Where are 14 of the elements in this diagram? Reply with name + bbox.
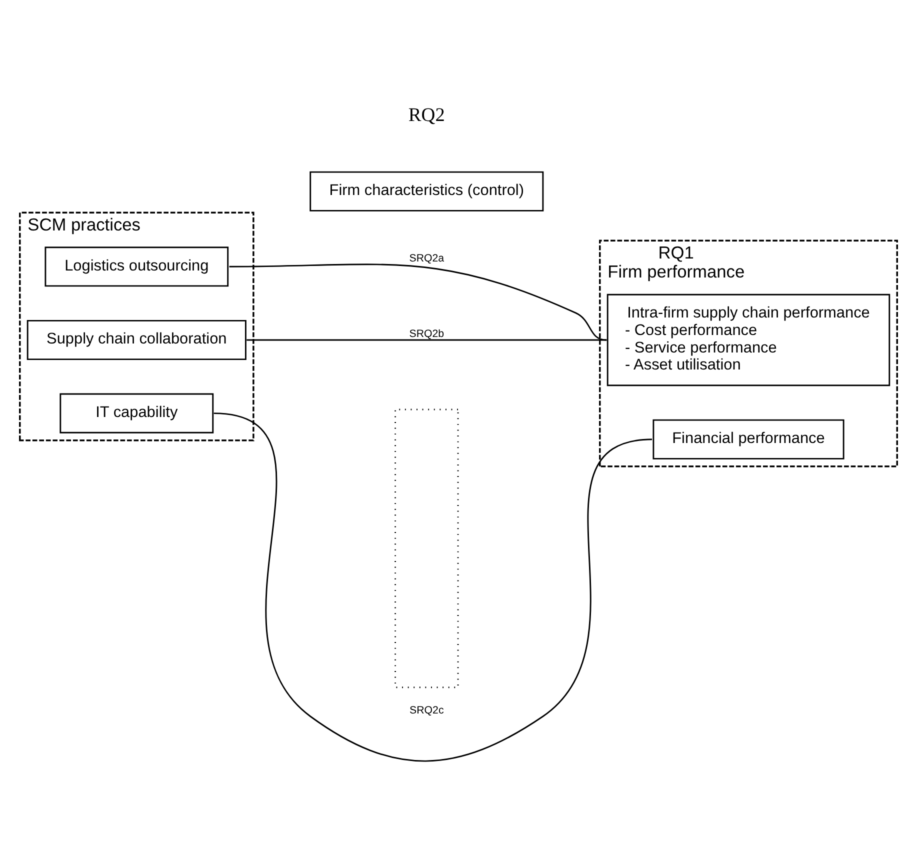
node-box: Firm characteristics (control)	[310, 171, 544, 212]
node-box: Financial performance	[652, 419, 844, 460]
node-box: Intra-firm supply chain performance - Cost performance - Service performance - Asset utilisation	[606, 294, 890, 386]
node-box	[394, 408, 459, 688]
node-box: Logistics outsourcing	[44, 246, 229, 287]
edge-label: SRQ2c	[410, 704, 444, 716]
connector	[246, 339, 607, 341]
edge-label: SRQ2a	[409, 252, 444, 265]
connector	[214, 412, 652, 762]
node-box: Supply chain collaboration	[26, 320, 246, 360]
connector	[229, 264, 607, 341]
edge-label: SRQ2b	[409, 328, 444, 340]
label: RQ2	[408, 104, 445, 126]
node-box: IT capability	[60, 393, 214, 434]
